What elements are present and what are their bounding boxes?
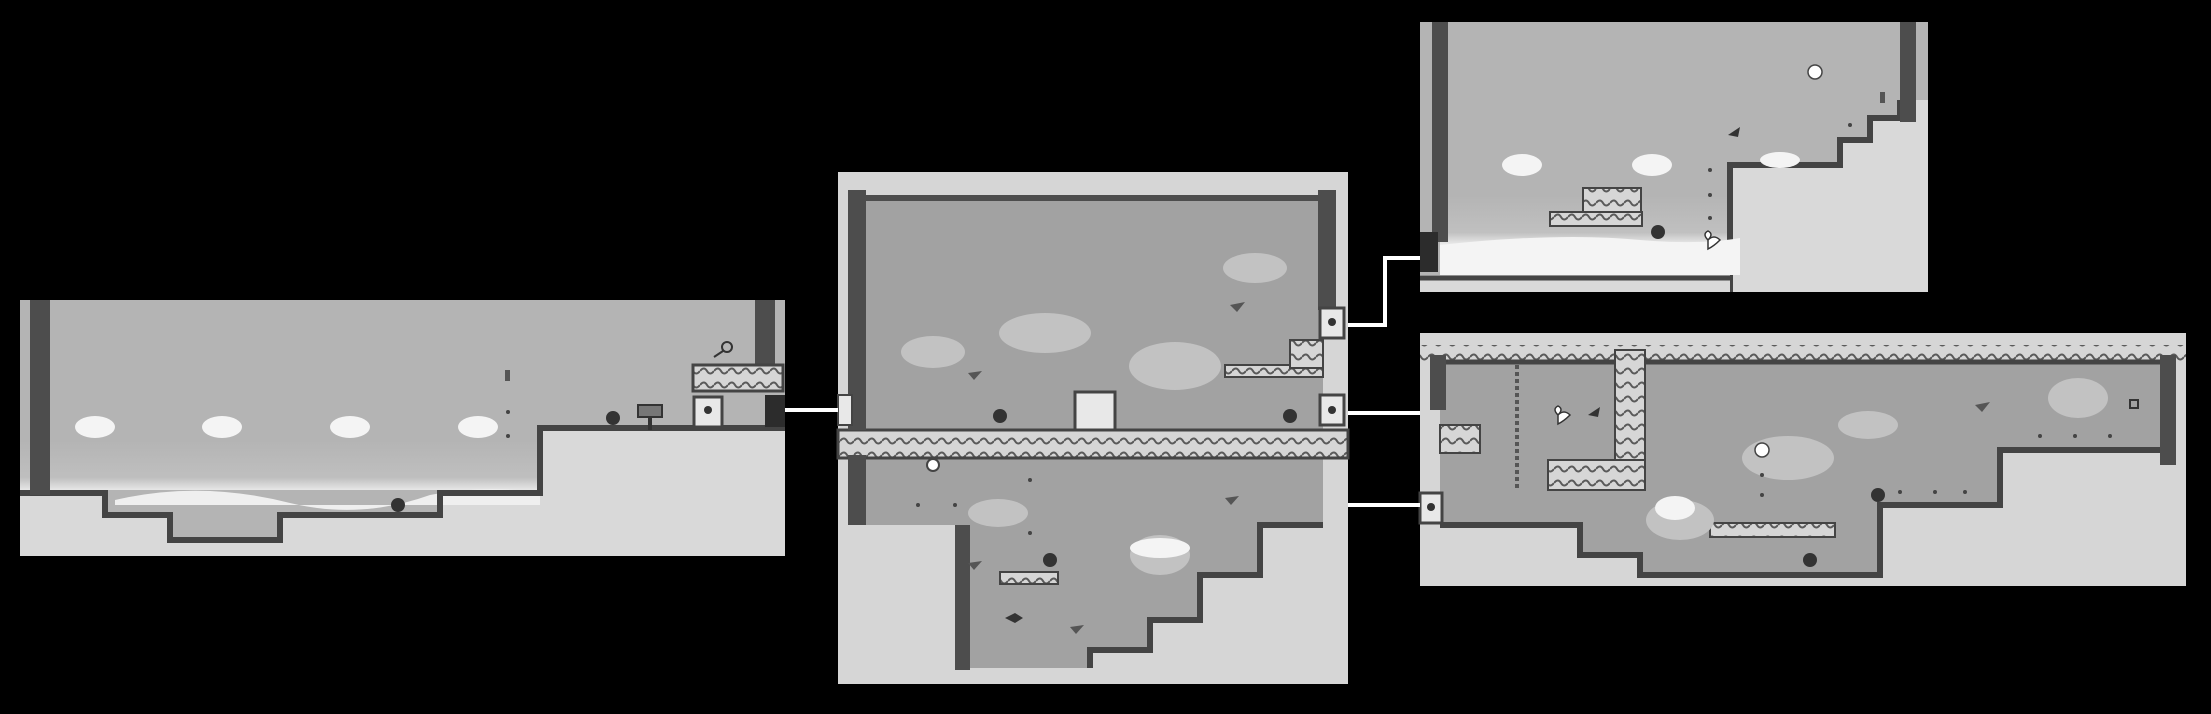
- bird-icon[interactable]: [1005, 613, 1023, 623]
- room-start: [20, 300, 785, 556]
- crystal-icon[interactable]: [1880, 92, 1885, 103]
- sparkle-icon: [916, 478, 1032, 535]
- sparkle-icon: [1807, 64, 1823, 80]
- key-icon[interactable]: [713, 341, 733, 358]
- blob-enemy-icon[interactable]: [993, 409, 1007, 423]
- sparkle-icon: [1754, 442, 1770, 458]
- door-icon[interactable]: [1318, 393, 1346, 427]
- room-upper-right: [1420, 22, 1928, 292]
- door-icon[interactable]: [1073, 390, 1117, 432]
- signpost-icon[interactable]: [637, 404, 663, 430]
- blob-enemy-icon[interactable]: [1803, 553, 1817, 567]
- blob-enemy-icon[interactable]: [1283, 409, 1297, 423]
- blob-enemy-icon[interactable]: [606, 411, 620, 425]
- room-connectors: [785, 256, 1420, 507]
- sparkle-icon: [1708, 123, 1852, 220]
- blob-enemy-icon[interactable]: [391, 498, 405, 512]
- door-icon[interactable]: [692, 395, 724, 429]
- blob-enemy-icon[interactable]: [1043, 553, 1057, 567]
- sparkle-icon: [926, 458, 940, 472]
- heart-icon[interactable]: [1704, 230, 1722, 251]
- door-icon[interactable]: [1418, 491, 1444, 525]
- heart-icon[interactable]: [1554, 405, 1572, 426]
- room-lower-right: [1418, 333, 2186, 586]
- crystal-icon[interactable]: [2129, 399, 2139, 409]
- crystal-icon[interactable]: [505, 370, 510, 381]
- room-hub: [836, 172, 1350, 684]
- door-icon[interactable]: [1318, 306, 1346, 340]
- bird-icon[interactable]: [1728, 127, 1740, 137]
- door-icon[interactable]: [837, 394, 853, 426]
- sparkle-icon: [506, 410, 510, 438]
- blob-enemy-icon[interactable]: [1651, 225, 1665, 239]
- connector-hub-upper: [1348, 256, 1420, 327]
- bird-icon[interactable]: [1588, 407, 1600, 417]
- blob-enemy-icon[interactable]: [1871, 488, 1885, 502]
- sparkle-icon: [1760, 434, 2112, 497]
